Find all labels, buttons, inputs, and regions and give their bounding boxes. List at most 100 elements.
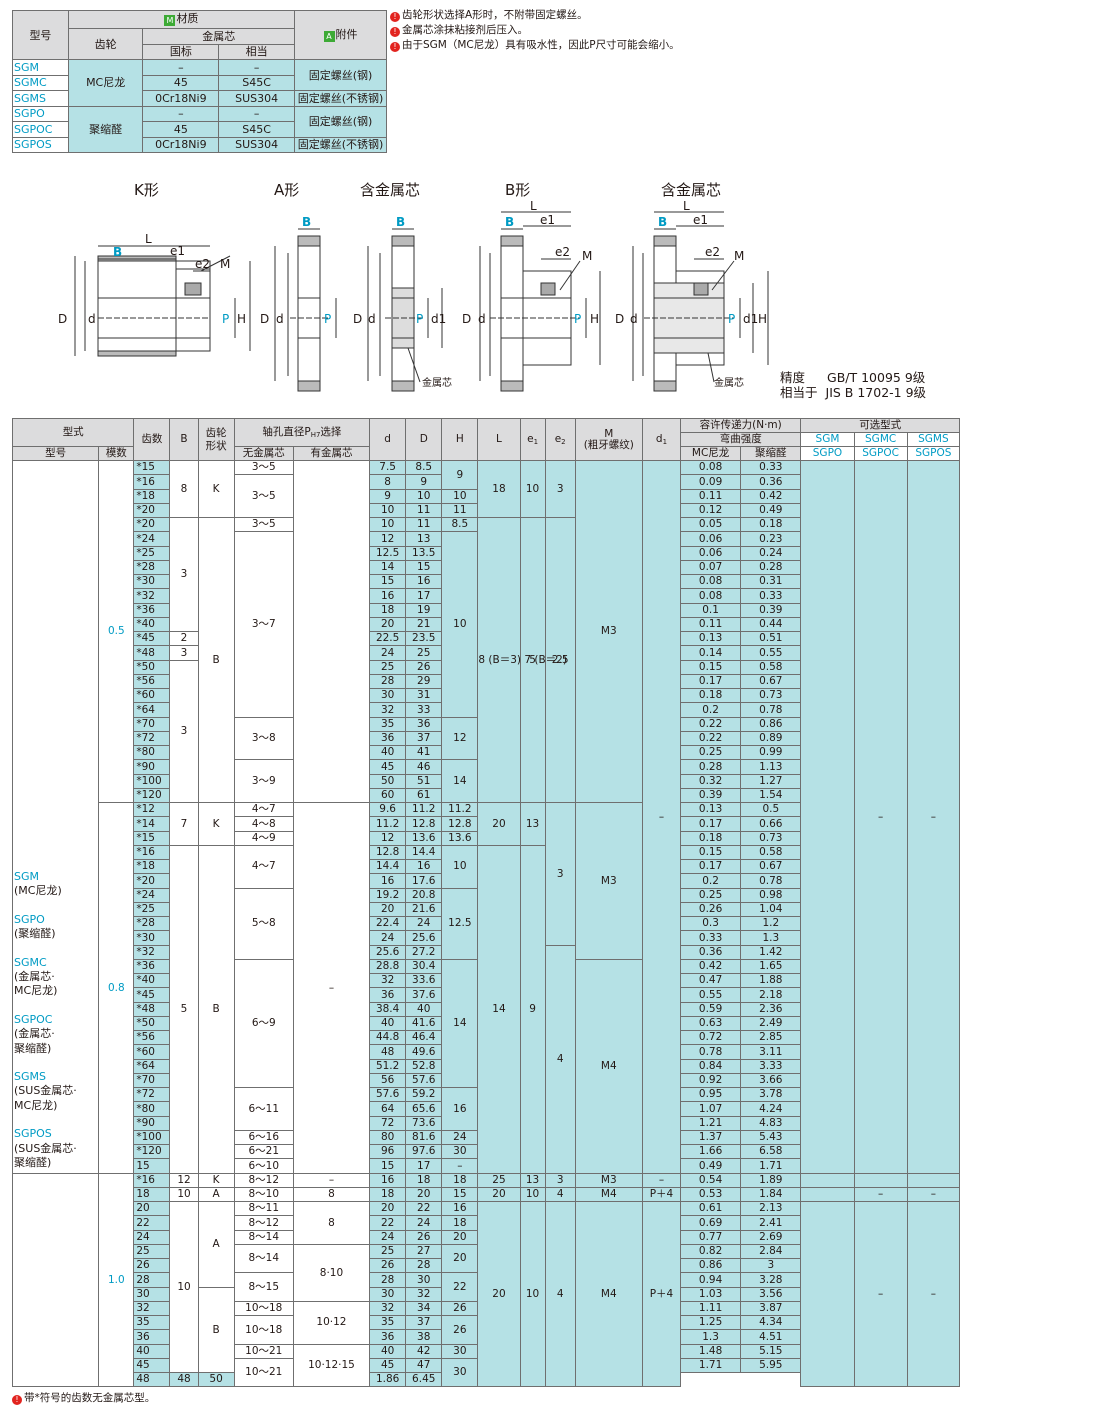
teeth-cell: *50 xyxy=(133,659,171,675)
accuracy-label: 精度 xyxy=(780,370,806,385)
type-label: 聚缩醛) xyxy=(14,1155,52,1169)
D-cell: 11 xyxy=(405,502,443,519)
teeth-cell: 24 xyxy=(133,1229,171,1245)
bore-cell: 5～8 xyxy=(233,887,294,960)
D-cell: 36 xyxy=(405,716,443,732)
mat-national: 45 xyxy=(142,121,220,138)
d-cell: 25.6 xyxy=(369,944,407,960)
bore-cell: 4～8 xyxy=(233,816,294,832)
d-cell: 38.4 xyxy=(369,1001,407,1017)
d-cell: 10 xyxy=(369,516,407,533)
d-cell: 20 xyxy=(369,901,407,918)
teeth-cell: *64 xyxy=(133,702,171,718)
d-cell: 64 xyxy=(369,1101,407,1117)
d-cell: 50 xyxy=(369,773,407,789)
diagram-title-b-core: 含金属芯 xyxy=(661,181,722,199)
mat-national: 0Cr18Ni9 xyxy=(142,136,220,153)
module-cell: 0.5 xyxy=(98,460,135,803)
mc-torque-cell: 0.69 xyxy=(680,1215,742,1231)
d-cell: 25 xyxy=(369,1243,407,1260)
head-d: d xyxy=(369,418,407,461)
D-cell: 52.8 xyxy=(405,1058,443,1074)
mc-torque-cell: 0.28 xyxy=(680,759,742,775)
pom-torque-cell: 1.84 xyxy=(740,1186,802,1203)
D-cell: 24 xyxy=(405,915,443,932)
k-M-label: M xyxy=(220,257,230,271)
D-cell: 37.6 xyxy=(405,987,443,1003)
head-B: B xyxy=(169,418,199,461)
teeth-cell: 18 xyxy=(133,1186,171,1203)
pom-torque-cell: 1.65 xyxy=(740,958,802,975)
type-label: 聚缩醛) xyxy=(14,1041,52,1055)
pom-torque-cell: 0.58 xyxy=(740,844,802,861)
mc-torque-cell: 0.92 xyxy=(680,1072,742,1089)
pom-torque-cell: 2.18 xyxy=(740,987,802,1003)
accuracy-value: GB/T 10095 9级 xyxy=(827,370,926,385)
pom-torque-cell: 2.84 xyxy=(740,1243,802,1260)
bore-cell: 3～5 xyxy=(233,474,294,518)
mc-torque-cell: 0.47 xyxy=(680,972,742,989)
core-cell: 8·10 xyxy=(292,1243,371,1302)
head-D: D xyxy=(405,418,443,461)
d1-cell: P＋4 xyxy=(641,1200,682,1388)
head-mc: MC尼龙 xyxy=(680,446,742,461)
B-cell: 5 xyxy=(169,844,199,1174)
ac-d-label: d xyxy=(368,312,376,326)
mat-gear: MC尼龙 xyxy=(67,59,144,107)
opt-sgmc-cell: – xyxy=(853,1186,908,1203)
teeth-cell: *16 xyxy=(133,474,171,490)
head-e1: e1 xyxy=(519,418,546,461)
H-cell: 16 xyxy=(441,1087,479,1131)
D-cell: 16 xyxy=(405,858,443,875)
bore-cell: 6～9 xyxy=(233,958,294,1089)
B-cell: 3 xyxy=(169,659,199,803)
B-cell: 3 xyxy=(169,517,199,632)
bc-d1-label: d1 xyxy=(743,312,758,326)
D-cell: 61 xyxy=(405,787,443,804)
D-cell: 17 xyxy=(405,588,443,604)
mat-accessory: 固定螺丝(钢) xyxy=(294,105,387,138)
pom-torque-cell: 0.78 xyxy=(740,873,802,889)
teeth-cell: *100 xyxy=(133,1129,171,1146)
bore-cell: 3～8 xyxy=(233,716,294,761)
mc-torque-cell: 1.21 xyxy=(680,1115,742,1131)
bore-cell: 10～21 xyxy=(233,1343,294,1359)
teeth-cell: *45 xyxy=(133,630,171,647)
teeth-cell: *20 xyxy=(133,502,171,519)
d1-cell: – xyxy=(641,1172,682,1188)
ac-D-label: D xyxy=(353,312,362,326)
teeth-cell: *60 xyxy=(133,1044,171,1060)
mc-torque-cell: 1.48 xyxy=(680,1343,742,1359)
head-sgms: SGMS xyxy=(906,432,961,447)
ac-core-label: 金属芯 xyxy=(422,376,452,389)
D-cell: 8.5 xyxy=(405,459,443,476)
mat-head-equiv: 相当 xyxy=(218,43,295,60)
b-H-label: H xyxy=(590,312,599,326)
bore-cell: 10～18 xyxy=(233,1315,294,1345)
D-cell: 41.6 xyxy=(405,1015,443,1032)
d-cell: 25 xyxy=(369,659,407,675)
D-cell: 11 xyxy=(405,516,443,533)
B-cell: 2 xyxy=(169,630,199,647)
pom-torque-cell: 0.89 xyxy=(740,730,802,747)
bc-P-label: P xyxy=(728,312,735,326)
D-cell: 13 xyxy=(405,531,443,547)
D-cell: 31 xyxy=(405,687,443,704)
diagram-title-b: B形 xyxy=(505,181,531,199)
M-cell: M3 xyxy=(574,1172,643,1188)
mc-torque-cell: 0.14 xyxy=(680,645,742,661)
head-sgm: SGM xyxy=(800,432,855,447)
teeth-cell: *70 xyxy=(133,716,171,732)
d1-cell: – xyxy=(641,460,682,1174)
type-blank xyxy=(11,1172,100,1388)
